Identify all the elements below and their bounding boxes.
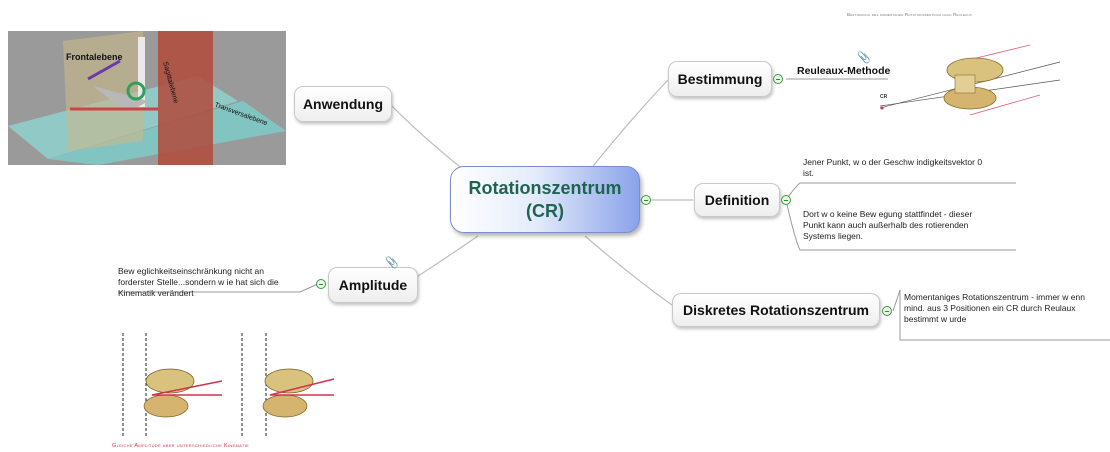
node-definition[interactable]: Definition: [694, 183, 780, 217]
note-line: Momentaniges Rotationszentrum - immer w …: [904, 292, 1085, 302]
note-line: Jener Punkt, w o der Geschw indigkeitsve…: [803, 157, 983, 167]
reuleaux-attachment-icon[interactable]: 📎: [857, 52, 871, 64]
central-topic[interactable]: Rotationszentrum (CR): [450, 166, 640, 233]
definition-collapse-toggle[interactable]: [781, 195, 791, 205]
connector-diskretes-note: [892, 289, 1110, 341]
note-line: Systems liegen.: [803, 231, 863, 241]
note-line: Punkt kann auch außerhalb des rotierende…: [803, 220, 969, 230]
amplitude-collapse-toggle[interactable]: [316, 279, 326, 289]
frontalebene-label: Frontalebene: [66, 52, 123, 62]
node-anwendung[interactable]: Anwendung: [294, 86, 392, 122]
central-topic-line1: Rotationszentrum: [468, 177, 622, 198]
amplitude-attachment-icon[interactable]: 📎: [385, 257, 399, 269]
connector-anwendung: [389, 103, 471, 176]
note-amplitude: Bew eglichkeitseinschränkung nicht an fo…: [118, 266, 318, 299]
note-definition-2: Dort w o keine Bew egung stattfindet - d…: [803, 209, 1018, 242]
central-topic-line2: (CR): [526, 200, 564, 221]
note-definition-1: Jener Punkt, w o der Geschw indigkeitsve…: [803, 157, 1018, 179]
connector-bestimmung: [589, 79, 669, 171]
node-bestimmung[interactable]: Bestimmung: [668, 61, 772, 97]
reuleaux-diagram-image: Bestimmung des momentanen Rotationszentr…: [847, 12, 1075, 132]
amplitude-comparison-image: Gleiche Amplitude aber unterschiedliche …: [112, 333, 344, 451]
connector-def-note2: [785, 199, 1016, 251]
anatomical-planes-image: Frontalebene Sagittalebene Transversaleb…: [8, 31, 286, 165]
cr-label: CR: [880, 94, 888, 100]
note-line: ist.: [803, 168, 814, 178]
connector-diskretes: [584, 235, 673, 306]
diskretes-collapse-toggle[interactable]: [882, 306, 892, 316]
bestimmung-collapse-toggle[interactable]: [773, 74, 783, 84]
connector-amplitude: [414, 235, 479, 279]
note-line: Kinematik verändert: [118, 288, 194, 298]
note-diskretes: Momentaniges Rotationszentrum - immer w …: [904, 292, 1110, 325]
amplitude-caption: Gleiche Amplitude aber unterschiedliche …: [112, 443, 249, 449]
central-collapse-toggle[interactable]: [641, 195, 651, 205]
reuleaux-title: Bestimmung des momentanen Rotationszentr…: [847, 12, 972, 17]
subnode-reuleaux-methode[interactable]: Reuleaux-Methode: [797, 65, 891, 77]
note-line: forderster Stelle...sondern w ie hat sic…: [118, 277, 279, 287]
note-line: Bew eglichkeitseinschränkung nicht an: [118, 266, 265, 276]
note-line: bestimmt w urde: [904, 314, 967, 324]
node-diskretes-rotationszentrum[interactable]: Diskretes Rotationszentrum: [672, 293, 880, 327]
connector-def-note1: [785, 182, 1016, 201]
note-line: mind. aus 3 Positionen ein CR durch Reul…: [904, 303, 1076, 313]
note-line: Dort w o keine Bew egung stattfindet - d…: [803, 209, 973, 219]
node-amplitude[interactable]: Amplitude: [328, 267, 418, 303]
connector-amplitude-note: [118, 282, 321, 293]
